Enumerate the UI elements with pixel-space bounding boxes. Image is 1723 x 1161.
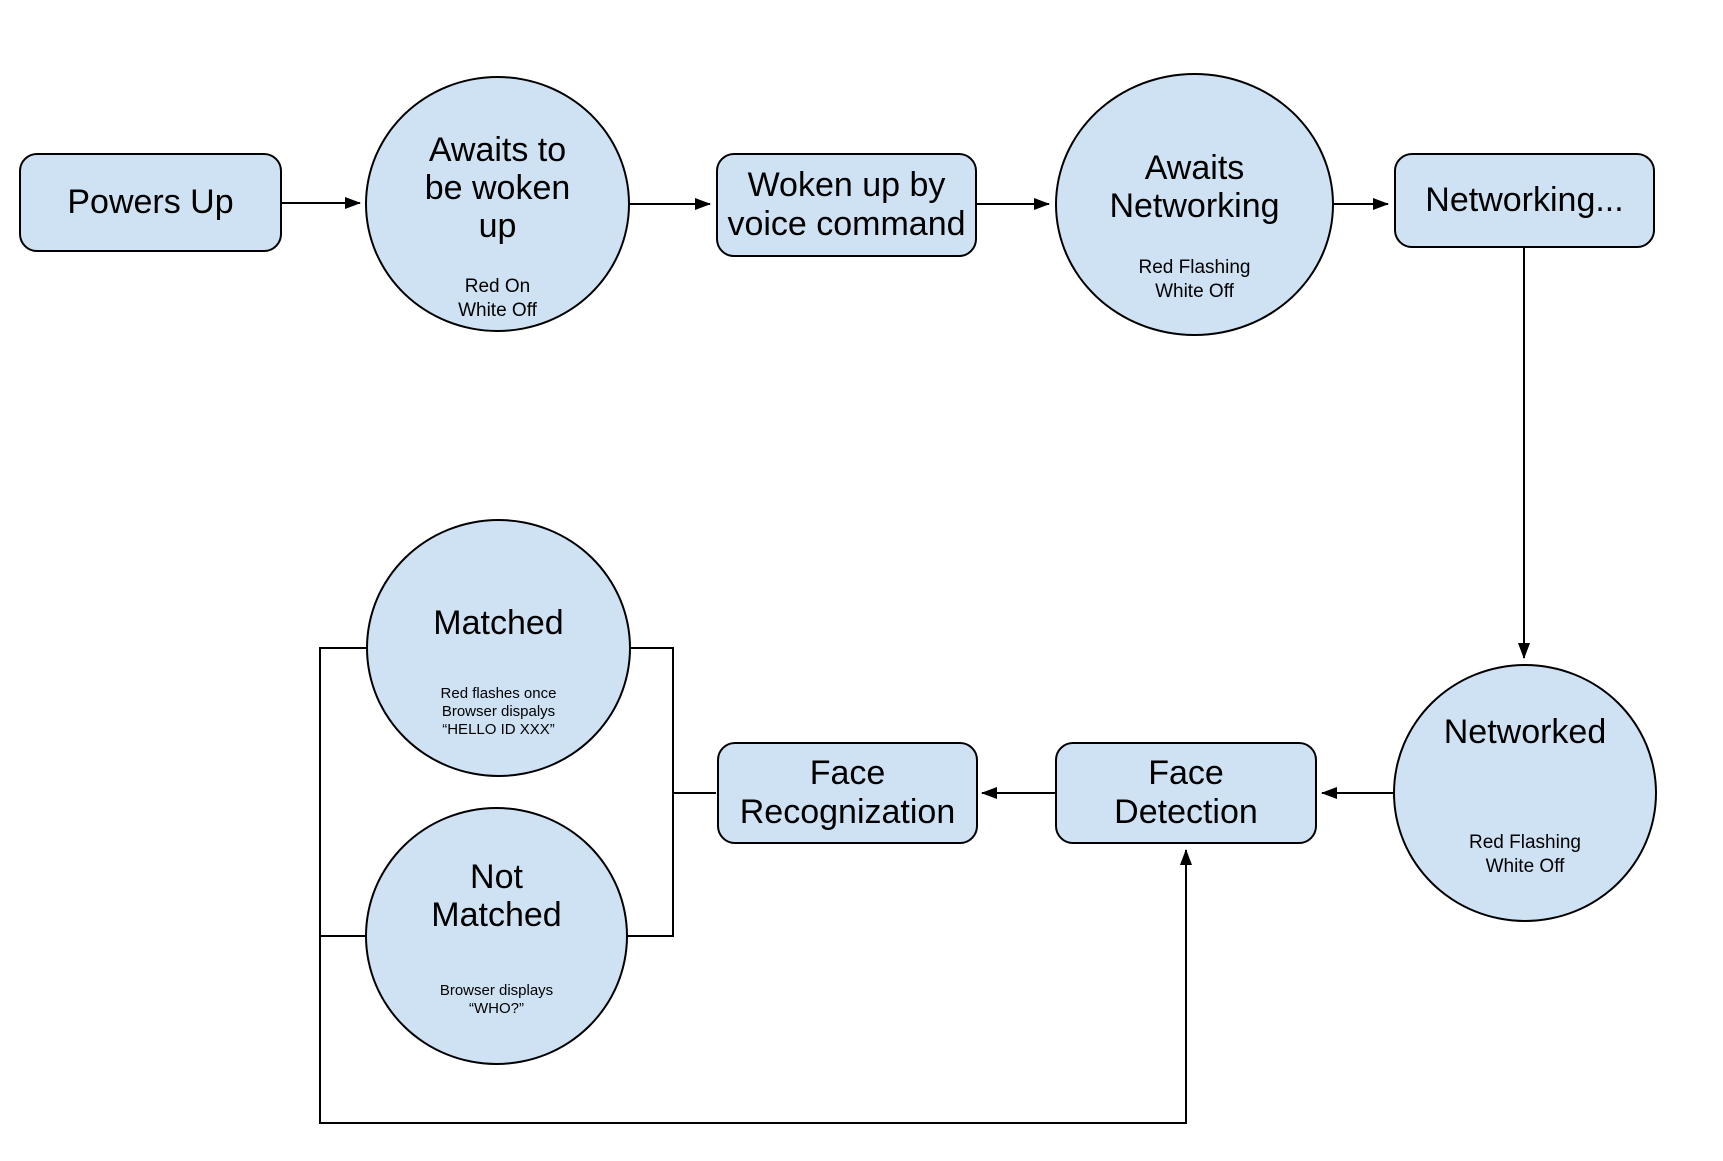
node-matched: Matched Red flashes once Browser dispaly… bbox=[366, 519, 631, 777]
node-awaits-to-be-woken-up: Awaits to be woken up Red On White Off bbox=[365, 76, 630, 332]
node-face-detection: Face Detection bbox=[1055, 742, 1317, 844]
edge-right-bracket bbox=[628, 647, 674, 937]
node-networked: Networked Red Flashing White Off bbox=[1393, 664, 1657, 922]
node-awaits-networking: Awaits Networking Red Flashing White Off bbox=[1055, 73, 1334, 336]
node-subtitle: Red Flashing White Off bbox=[1469, 832, 1581, 877]
node-subtitle: Red Flashing White Off bbox=[1138, 257, 1251, 302]
node-title: Not Matched bbox=[431, 858, 562, 934]
node-title: Matched bbox=[433, 604, 564, 642]
node-face-recognization: Face Recognization bbox=[717, 742, 978, 844]
node-subtitle: Red On White Off bbox=[458, 276, 537, 321]
node-subtitle: Browser displays “WHO?” bbox=[439, 982, 554, 1017]
node-powers-up: Powers Up bbox=[19, 153, 282, 252]
node-title: Awaits to be woken up bbox=[424, 131, 571, 245]
node-title: Networked bbox=[1443, 713, 1607, 751]
edge-loop-back-to-facedetection bbox=[319, 647, 1192, 1124]
node-networking: Networking... bbox=[1394, 153, 1655, 248]
node-title: Awaits Networking bbox=[1109, 149, 1280, 225]
node-woken-up-by-voice-command: Woken up by voice command bbox=[716, 153, 977, 257]
node-not-matched: Not Matched Browser displays “WHO?” bbox=[365, 807, 628, 1065]
node-subtitle: Red flashes once Browser dispalys “HELLO… bbox=[440, 685, 557, 738]
